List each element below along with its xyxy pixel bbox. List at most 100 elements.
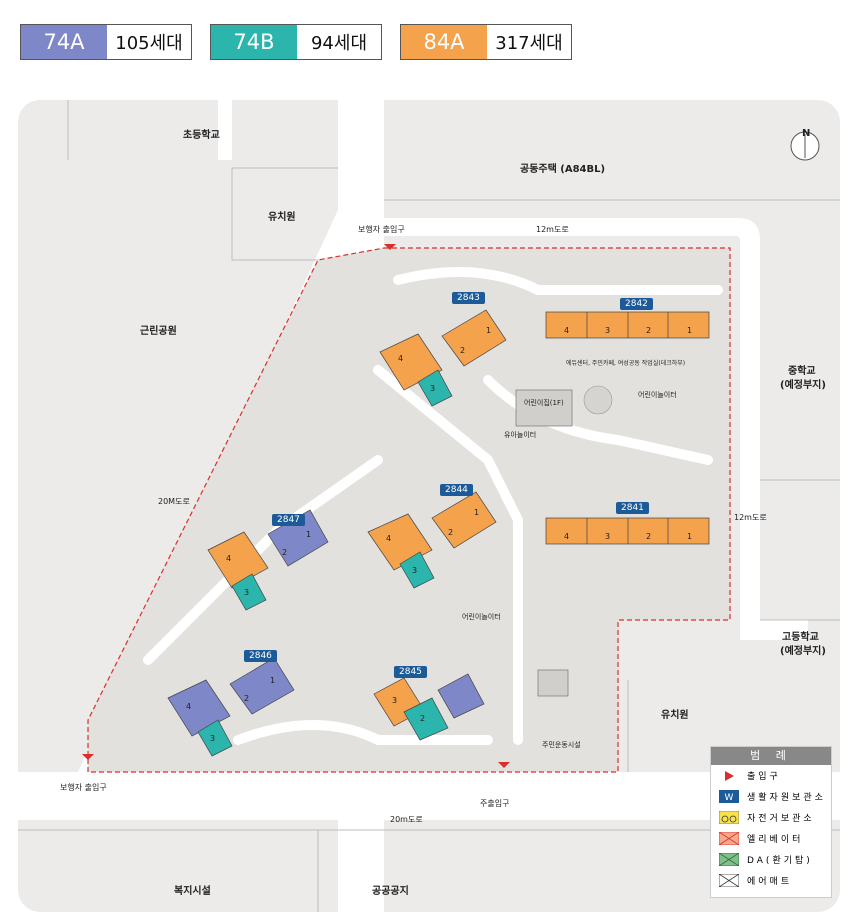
unit-84a-type: 84A xyxy=(401,25,487,59)
unit-2841-c: 2 xyxy=(646,532,652,541)
label-middle-school: 중학교 xyxy=(788,366,816,377)
label-middle-school-note: (예정부지) xyxy=(780,380,826,391)
unit-2845-b: 2 xyxy=(420,714,426,723)
unit-2841-d: 1 xyxy=(687,532,693,541)
building-2843 xyxy=(379,309,507,407)
unit-2846-a: 4 xyxy=(186,702,192,711)
legend-row-waste: W 생활자원보관소 xyxy=(711,786,831,807)
site-area xyxy=(87,247,731,773)
label-road-top: 12m도로 xyxy=(536,225,569,234)
ventilation-tower-icon xyxy=(717,853,741,867)
tag-building-2844: 2844 xyxy=(440,484,473,496)
label-road-right: 12m도로 xyxy=(734,513,767,522)
road-bottom xyxy=(18,772,840,820)
unit-2842-d: 1 xyxy=(687,326,693,335)
label-road-left: 20M도로 xyxy=(158,497,190,506)
air-mat-icon xyxy=(717,874,741,888)
legend-label-bike: 자전거보관소 xyxy=(747,814,815,824)
compass-icon xyxy=(790,131,820,161)
label-playground-b: 어린이놀이터 xyxy=(462,613,501,621)
unit-2847-d: 3 xyxy=(244,588,250,597)
label-playground-a: 어린이놀이터 xyxy=(638,391,677,399)
resident-gym-building xyxy=(537,669,569,697)
label-welfare: 복지시설 xyxy=(174,886,211,897)
label-daycare: 어린이집(1F) xyxy=(524,399,564,407)
tag-building-2845: 2845 xyxy=(394,666,427,678)
label-entrance-main: 주출입구 xyxy=(480,799,510,808)
unit-84a-count: 317세대 xyxy=(487,25,571,59)
entrance-triangle-icon xyxy=(717,769,741,783)
tag-building-2847: 2847 xyxy=(272,514,305,526)
road-stub xyxy=(218,100,232,160)
unit-2847-c: 1 xyxy=(306,530,312,539)
unit-74a: 74A 105세대 xyxy=(20,24,192,60)
label-kindergarten-top: 유치원 xyxy=(268,212,296,223)
unit-74b-type: 74B xyxy=(211,25,297,59)
playground-area xyxy=(583,385,613,415)
legend-row-entrance: 출입구 xyxy=(711,765,831,786)
unit-2847-a: 4 xyxy=(226,554,232,563)
label-community: 에듀센터, 주민카페, 여성공동 작업실(데크하부) xyxy=(566,360,686,367)
legend-label-waste: 생활자원보관소 xyxy=(747,793,826,803)
unit-2844-c: 1 xyxy=(474,508,480,517)
unit-2842-b: 3 xyxy=(605,326,611,335)
label-resident-gym: 주민운동시설 xyxy=(542,741,581,749)
unit-74b-count: 94세대 xyxy=(297,25,381,59)
building-2847 xyxy=(207,509,329,611)
bicycle-icon xyxy=(717,811,741,825)
unit-2843-a: 4 xyxy=(398,354,404,363)
label-kindergarten-bottom: 유치원 xyxy=(661,710,689,721)
legend-label-da: DA(환기탑) xyxy=(747,856,813,866)
legend-row-bike: 자전거보관소 xyxy=(711,807,831,828)
label-housing: 공동주택 (A84BL) xyxy=(520,164,606,175)
unit-2843-b: 2 xyxy=(460,346,466,355)
tag-building-2846: 2846 xyxy=(244,650,277,662)
parcel-lines xyxy=(18,100,840,912)
label-high-school-note: (예정부지) xyxy=(780,646,826,657)
daycare-building xyxy=(515,389,573,427)
legend-row-airmat: 에어매트 xyxy=(711,870,831,891)
building-2844 xyxy=(367,491,497,589)
building-2842 xyxy=(545,311,710,339)
unit-2842-a: 4 xyxy=(564,326,570,335)
unit-2847-b: 2 xyxy=(282,548,288,557)
label-public-land: 공공공지 xyxy=(372,886,409,897)
unit-2845-a: 3 xyxy=(392,696,398,705)
building-2846 xyxy=(167,657,295,757)
legend-row-da: DA(환기탑) xyxy=(711,849,831,870)
building-2841 xyxy=(545,517,710,545)
unit-2841-a: 4 xyxy=(564,532,570,541)
unit-2843-c: 1 xyxy=(486,326,492,335)
label-entrance-left: 보행자 출입구 xyxy=(60,783,107,792)
unit-84a: 84A 317세대 xyxy=(400,24,572,60)
label-park: 근린공원 xyxy=(140,326,177,337)
legend-label-entrance: 출입구 xyxy=(747,772,781,782)
entrance-marker-bottom xyxy=(498,762,510,768)
legend-label-elevator: 엘리베이터 xyxy=(747,835,804,845)
label-high-school: 고등학교 xyxy=(782,632,819,643)
unit-2841-b: 3 xyxy=(605,532,611,541)
tag-building-2842: 2842 xyxy=(620,298,653,310)
building-2845 xyxy=(373,673,485,741)
entrance-marker-left xyxy=(82,754,94,760)
unit-2844-d: 3 xyxy=(412,566,418,575)
legend-title: 범 례 xyxy=(711,747,831,765)
unit-74a-count: 105세대 xyxy=(107,25,191,59)
unit-2844-b: 2 xyxy=(448,528,454,537)
unit-74b: 74B 94세대 xyxy=(210,24,382,60)
map-legend: 범 례 출입구 W 생활자원보관소 자전거보관소 엘리베이터 DA(환기탑) 에… xyxy=(710,746,832,898)
site-map-graphics xyxy=(18,100,840,912)
unit-2844-a: 4 xyxy=(386,534,392,543)
label-toddler: 유아놀이터 xyxy=(504,431,537,439)
site-map: 초등학교 유치원 공동주택 (A84BL) 근린공원 중학교 (예정부지) 고등… xyxy=(18,100,840,912)
label-entrance-top: 보행자 출입구 xyxy=(358,225,405,234)
unit-2842-c: 2 xyxy=(646,326,652,335)
label-elementary: 초등학교 xyxy=(183,130,220,141)
unit-type-legend: 74A 105세대 74B 94세대 84A 317세대 xyxy=(20,24,572,60)
svg-text:W: W xyxy=(725,793,734,803)
unit-2843-d: 3 xyxy=(430,384,436,393)
entrance-marker-top xyxy=(384,244,396,250)
label-compass: N xyxy=(802,128,811,139)
tag-building-2843: 2843 xyxy=(452,292,485,304)
elevator-icon xyxy=(717,832,741,846)
